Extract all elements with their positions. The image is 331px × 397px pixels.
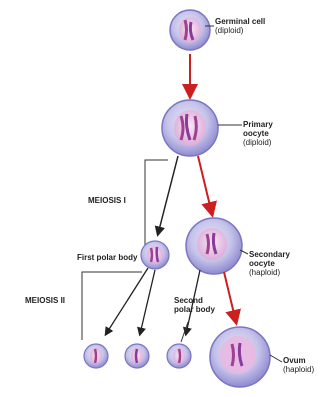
ovum-name: Ovum: [283, 356, 314, 365]
second-polar-body-label: Second polar body: [174, 296, 215, 314]
secondary-oocyte-label: Secondary oocyte (haploid): [249, 250, 290, 277]
ovum-label: Ovum (haploid): [283, 356, 314, 374]
polar-body-2: [125, 344, 149, 368]
primary-oocyte: [162, 100, 218, 156]
second-polar-body: [167, 344, 191, 368]
primary-oocyte-label: Primary oocyte (diploid): [243, 120, 273, 147]
arrow-primary-to-secondary: [198, 156, 212, 214]
ovum-ploidy: (haploid): [283, 365, 314, 374]
secondary-oocyte-ploidy: (haploid): [249, 268, 290, 277]
leader-ovum: [270, 355, 282, 362]
first-polar-body: [141, 241, 169, 269]
germinal-cell-label: Germinal cell (diploid): [215, 17, 265, 35]
ovum: [210, 327, 270, 387]
meiosis-1-label: MEIOSIS I: [88, 196, 126, 205]
secondary-oocyte-line2: oocyte: [249, 259, 290, 268]
primary-oocyte-line1: Primary: [243, 120, 273, 129]
germinal-cell-name: Germinal cell: [215, 17, 265, 26]
primary-oocyte-line2: oocyte: [243, 129, 273, 138]
second-polar-line1: Second: [174, 296, 215, 305]
arrow-first-polar-to-pb2: [140, 270, 155, 334]
polar-body-1: [84, 344, 108, 368]
germinal-cell-ploidy: (diploid): [215, 26, 265, 35]
meiosis-2-label: MEIOSIS II: [25, 296, 65, 305]
arrow-primary-to-first-polar: [158, 156, 178, 234]
second-polar-line2: polar body: [174, 305, 215, 314]
germinal-cell: [170, 10, 210, 50]
primary-oocyte-ploidy: (diploid): [243, 138, 273, 147]
secondary-oocyte-line1: Secondary: [249, 250, 290, 259]
arrow-secondary-to-ovum: [224, 272, 236, 322]
first-polar-body-label: First polar body: [77, 253, 137, 262]
meiosis-2-bracket: [82, 272, 142, 340]
secondary-oocyte: [186, 218, 242, 274]
